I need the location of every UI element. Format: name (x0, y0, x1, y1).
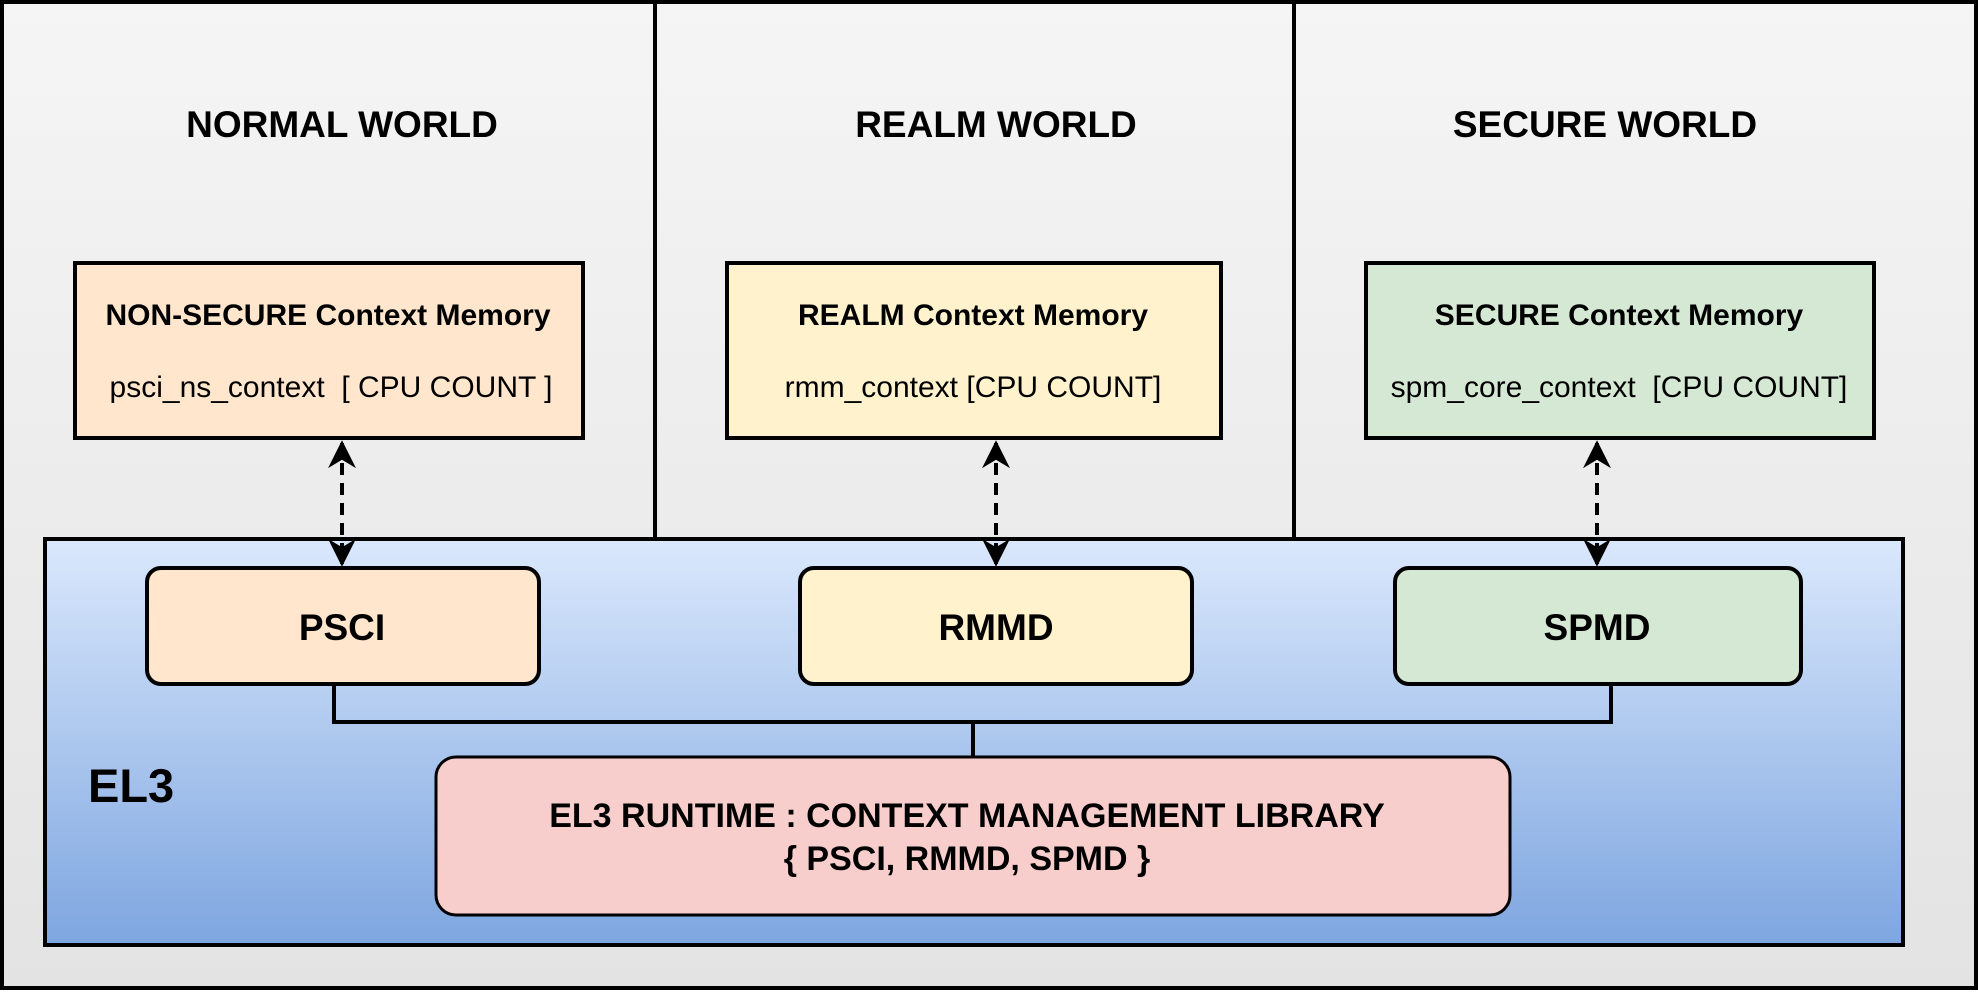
psci-component: PSCI (145, 566, 541, 686)
library-title-line1: EL3 RUNTIME : CONTEXT MANAGEMENT LIBRARY (549, 797, 1385, 835)
rmm-context-label: rmm_context [CPU COUNT] (785, 371, 1162, 404)
non-secure-context-memory-box: NON-SECURE Context Memory psci_ns_contex… (73, 261, 585, 440)
psci-label: PSCI (299, 607, 385, 648)
secure-context-memory-box: SECURE Context Memory spm_core_context [… (1364, 261, 1876, 440)
spmd-label: SPMD (1544, 607, 1651, 648)
secure-context-memory-title: SECURE Context Memory (1435, 299, 1804, 332)
psci-ns-context-label: psci_ns_context [ CPU COUNT ] (110, 371, 553, 404)
normal-world-title: NORMAL WORLD (186, 104, 498, 145)
non-secure-context-memory-rect (73, 261, 585, 440)
spmd-component: SPMD (1393, 566, 1803, 686)
secure-world-title: SECURE WORLD (1453, 104, 1757, 145)
psci-component-rect (145, 566, 541, 686)
el3-label: EL3 (88, 759, 174, 812)
secure-context-memory-rect (1364, 261, 1876, 440)
spmd-component-rect (1393, 566, 1803, 686)
realm-context-memory-title: REALM Context Memory (798, 299, 1148, 332)
rmmd-label: RMMD (938, 607, 1053, 648)
realm-world-title: REALM WORLD (855, 104, 1137, 145)
context-management-library-rect (434, 755, 1512, 917)
realm-context-memory-box: REALM Context Memory rmm_context [CPU CO… (725, 261, 1223, 440)
library-title-line2: { PSCI, RMMD, SPMD } (784, 840, 1150, 878)
realm-context-memory-rect (725, 261, 1223, 440)
rmmd-component: RMMD (798, 566, 1194, 686)
rmmd-component-rect (798, 566, 1194, 686)
spm-core-context-label: spm_core_context [CPU COUNT] (1391, 371, 1848, 404)
context-management-library: EL3 RUNTIME : CONTEXT MANAGEMENT LIBRARY… (434, 755, 1512, 917)
non-secure-context-memory-title: NON-SECURE Context Memory (105, 299, 550, 332)
